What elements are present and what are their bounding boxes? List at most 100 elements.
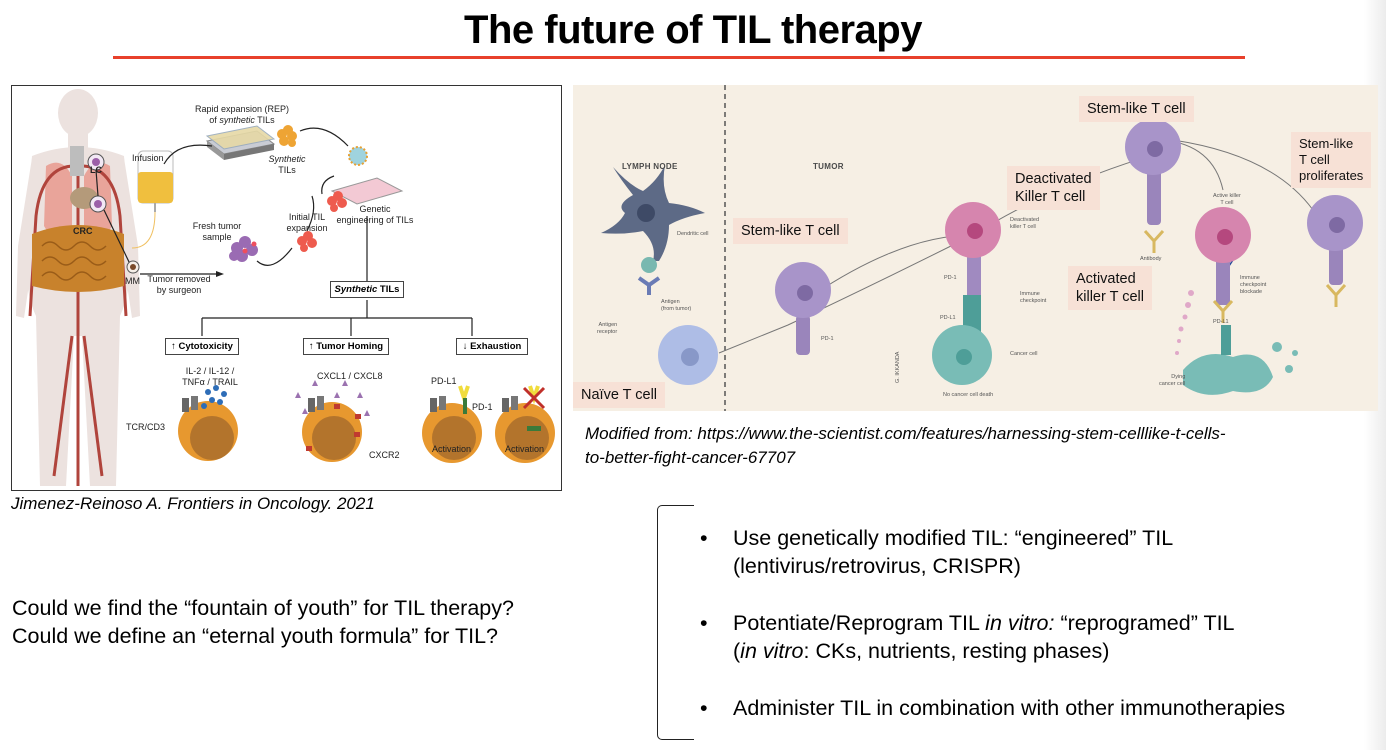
- proliferates-line3: proliferates: [1299, 168, 1364, 183]
- rep-label-italic: synthetic: [219, 115, 255, 125]
- pdl1-label-a: PD-L1: [940, 315, 956, 321]
- bullet-italic-text: in vitro:: [985, 611, 1055, 635]
- initial-line2: expansion: [286, 223, 328, 233]
- til-cell-exhaustion-pd1-icon: [422, 385, 482, 463]
- bullet-italic-text: in vitro: [740, 639, 804, 663]
- stem-like-t-cell-figure: LYMPH NODE TUMOR Dendritic cell Antigen(…: [573, 85, 1378, 411]
- antigen-receptor-line2: receptor: [597, 329, 618, 335]
- activation-label-1: Activation: [432, 444, 472, 454]
- cxcr2-label: CXCR2: [369, 450, 400, 460]
- left-figure-caption: Jimenez-Reinoso A. Frontiers in Oncology…: [11, 494, 375, 513]
- lc-label: LC: [90, 165, 102, 175]
- rep-label-prefix: of: [209, 115, 220, 125]
- crc-label: CRC: [73, 226, 93, 236]
- activated-callout-line2: killer T cell: [1076, 289, 1144, 305]
- deactivated-callout-line1: Deactivated: [1015, 171, 1092, 187]
- activation-label-2: Activation: [505, 444, 545, 454]
- right-caption-line2: to-better-fight-cancer-67707: [585, 448, 796, 467]
- rep-label-suffix: TILs: [254, 115, 275, 125]
- bullet-marker: •: [700, 611, 708, 635]
- dying-line2: cancer cell: [1159, 381, 1186, 387]
- bullet-line: Administer TIL in combination with other…: [733, 696, 1286, 720]
- rep-label-line1: Rapid expansion (REP): [194, 104, 290, 114]
- active-killer-line1: Active killer: [1213, 193, 1241, 199]
- blockade-line3: blockade: [1240, 289, 1263, 295]
- tumor-removed-label: Tumor removed by surgeon: [144, 274, 214, 296]
- tumor-header: TUMOR: [813, 162, 844, 171]
- til-cell-exhaustion-knockout-icon: [495, 385, 555, 463]
- active-killer-t-cell-icon: [1195, 207, 1251, 323]
- cytokines-line1: IL-2 / IL-12 /: [185, 366, 235, 376]
- antigen-receptor-line1: Antigen: [598, 322, 618, 328]
- activated-callout-line1: Activated: [1076, 271, 1136, 287]
- virus-icon: [348, 146, 368, 166]
- cytotoxicity-box: ↑ Cytotoxicity: [165, 338, 239, 355]
- pd1-label-b: PD-1: [944, 275, 957, 281]
- infusion-label: Infusion: [132, 153, 164, 163]
- activated-killer-callout: Activated killer T cell: [1068, 266, 1152, 310]
- proliferating-stem-like-t-cell-icon: [1307, 195, 1363, 307]
- bullet-text: : CKs, nutrients, resting phases): [803, 639, 1110, 663]
- antigen-receptor-icon: [637, 276, 661, 295]
- bullet-line: Potentiate/Reprogram TIL in vitro: “repr…: [733, 609, 1360, 637]
- immune-checkpoint-line2: checkpoint: [1020, 298, 1047, 304]
- bullet-line: (lentivirus/retrovirus, CRISPR): [733, 554, 1021, 578]
- cytokines-line2: TNFα / TRAIL: [182, 377, 238, 387]
- synthetic-tils-label-line2: TILs: [278, 165, 296, 175]
- til-cell-tumor-homing-icon: [295, 380, 370, 462]
- bullet-text: Potentiate/Reprogram TIL: [733, 611, 986, 635]
- title-underline: [113, 56, 1245, 59]
- lymph-node-header: LYMPH NODE: [622, 162, 678, 171]
- pdl1-label-b: PD-L1: [1213, 319, 1229, 325]
- initial-line1: Initial TIL: [288, 212, 326, 222]
- initial-til-cluster-icon: [297, 191, 347, 252]
- bullet-bracket: [657, 505, 694, 740]
- bullet-line: Use genetically modified TIL: “engineere…: [733, 526, 1174, 550]
- immune-checkpoint-line1: Immune: [1020, 291, 1040, 297]
- antigen-label: Antigen(from tumor): [661, 299, 691, 313]
- bullet-marker: •: [700, 696, 708, 720]
- antigen-icon: [641, 257, 657, 273]
- dendritic-cell-icon: [601, 165, 705, 261]
- exhaustion-box: ↓ Exhaustion: [456, 338, 528, 355]
- cancer-cell-label: Cancer cell: [1010, 351, 1038, 357]
- right-caption-line1: Modified from: https://www.the-scientist…: [585, 424, 1226, 443]
- rep-device-icon: [205, 125, 276, 160]
- bullet-combination-therapy: • Administer TIL in combination with oth…: [700, 694, 1360, 722]
- antigen-line2: (from tumor): [661, 306, 692, 312]
- initial-expansion-label: Initial TIL expansion: [282, 212, 332, 234]
- rep-label: Rapid expansion (REP) of synthetic TILs: [177, 104, 307, 126]
- til-cell-cytotoxicity-icon: [178, 385, 238, 461]
- research-questions: Could we find the “fountain of youth” fo…: [12, 594, 514, 650]
- active-killer-line2: T cell: [1220, 200, 1234, 206]
- stem-like-t-cell-illustration: [601, 85, 1363, 411]
- bullet-line: (in vitro: CKs, nutrients, resting phase…: [733, 637, 1360, 665]
- chemokines-label: CXCL1 / CXCL8: [317, 371, 383, 381]
- stem-like-callout-top: Stem-like T cell: [1079, 96, 1194, 122]
- removed-line1: Tumor removed: [147, 274, 211, 284]
- slide-title: The future of TIL therapy: [464, 8, 922, 52]
- cytokines-label: IL-2 / IL-12 / TNFα / TRAIL: [180, 366, 240, 388]
- bullet-marker: •: [700, 526, 708, 550]
- genetic-line1: Genetic: [359, 204, 391, 214]
- mm-label: MM: [125, 276, 140, 286]
- blockade-line1: Immune: [1240, 275, 1260, 281]
- proliferates-line1: Stem-like: [1299, 136, 1354, 151]
- fresh-line2: sample: [202, 232, 232, 242]
- dying-cancer-cell-icon: [1183, 325, 1298, 395]
- deactivated-killer-t-cell-icon: [932, 202, 1001, 385]
- infusion-bag-icon: [131, 150, 174, 249]
- antigen-line1: Antigen: [661, 299, 680, 305]
- question-fountain-of-youth: Could we find the “fountain of youth” fo…: [12, 596, 514, 620]
- no-cancer-death-label: No cancer cell death: [943, 392, 994, 398]
- pd1-label-a: PD-1: [821, 336, 834, 342]
- bullet-text: “reprogramed” TIL: [1054, 611, 1235, 635]
- pd1-label: PD-1: [472, 402, 493, 412]
